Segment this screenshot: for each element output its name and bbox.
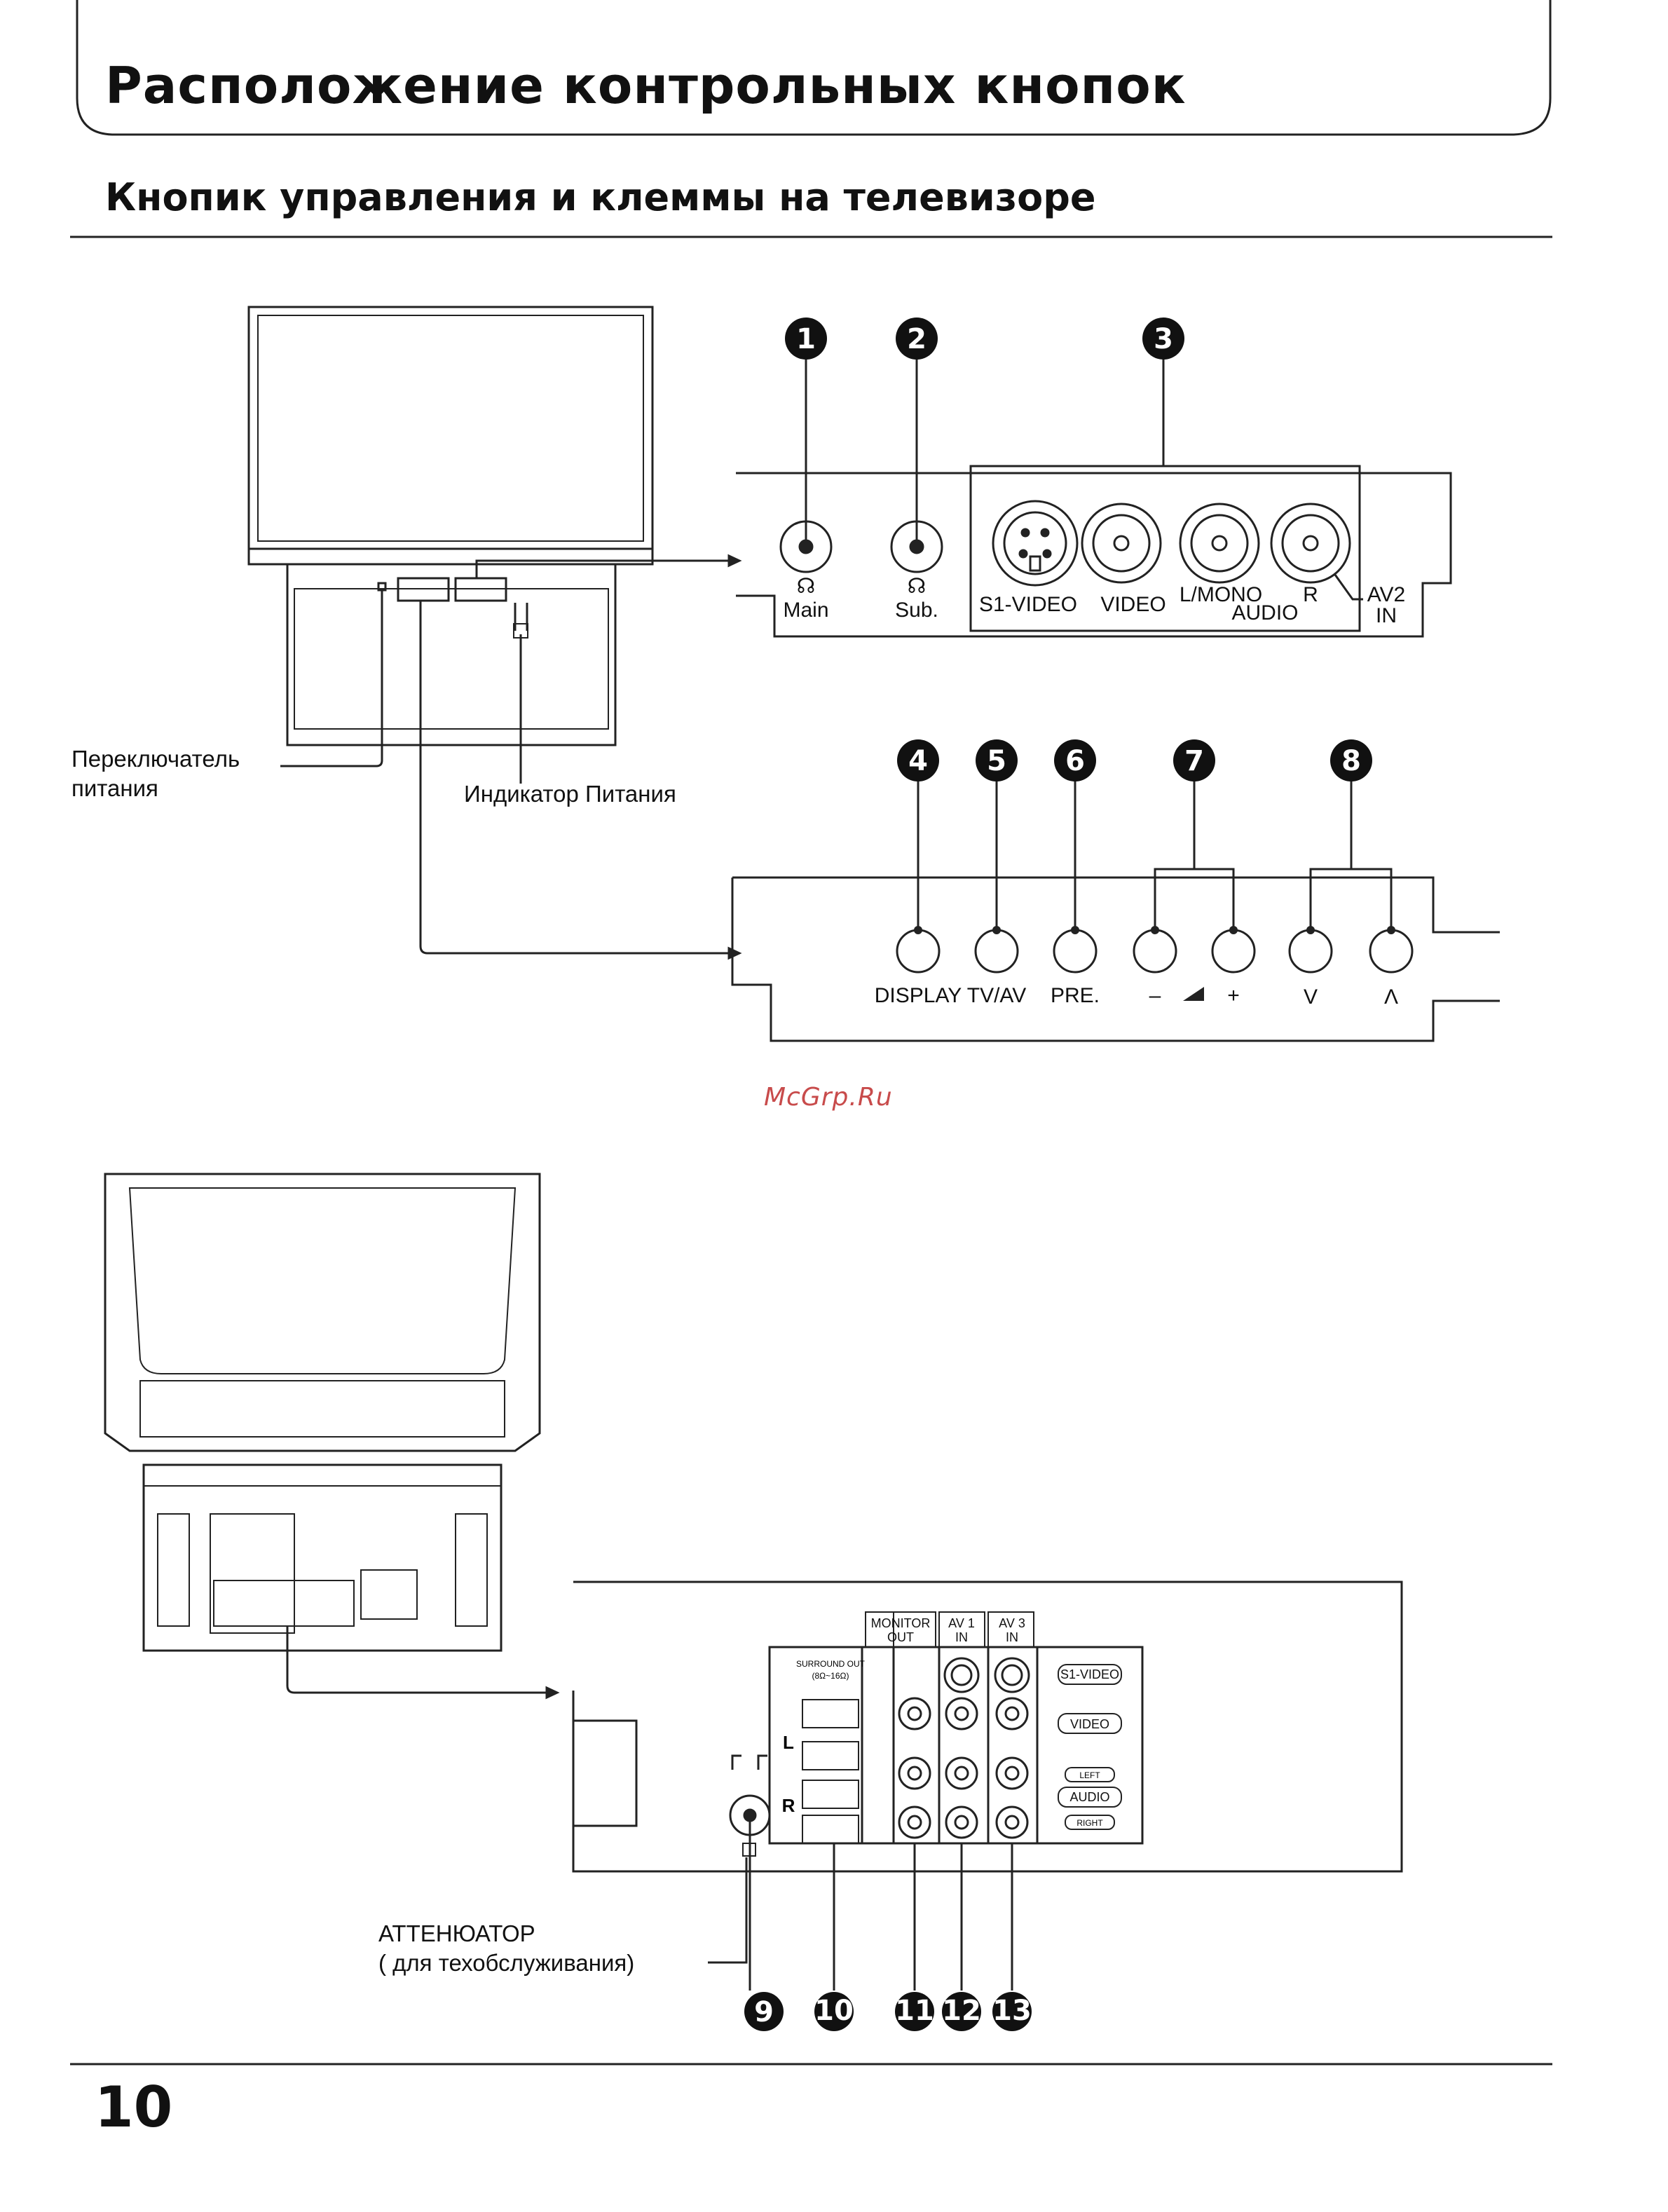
speaker-l-label: L	[783, 1732, 794, 1753]
rear-cover-block	[572, 1719, 638, 1827]
callout-5: 5	[976, 739, 1018, 781]
monitor-out-label-2: OUT	[887, 1630, 914, 1644]
av3-label-2: IN	[1006, 1630, 1018, 1644]
av3-s-video-jack	[994, 1657, 1030, 1693]
svg-text:1: 1	[796, 323, 816, 355]
s1-video-jack	[992, 500, 1079, 587]
in-label: IN	[1376, 604, 1397, 627]
control-panel-outline	[731, 876, 1500, 1042]
channel-up-button	[1369, 929, 1414, 974]
svg-text:12: 12	[942, 1995, 981, 2027]
tv-base	[286, 563, 617, 746]
callout-4: 4	[897, 739, 939, 781]
callout-1: 1	[785, 318, 827, 360]
rear-left-label: LEFT	[1079, 1770, 1100, 1780]
audio-label: AUDIO	[1231, 601, 1298, 624]
section-subtitle: Кнопик управления и клеммы на телевизоре	[105, 175, 1096, 219]
volume-icon	[1183, 987, 1204, 1001]
callout-10: 10	[814, 1992, 854, 2031]
rear-diagram: MONITOR OUT AV 1 IN AV 3 IN SURROUND OUT…	[104, 1173, 1403, 2031]
monitor-out-label-1: MONITOR	[871, 1616, 931, 1630]
r-label: R	[1303, 583, 1318, 606]
volume-up-button	[1211, 929, 1256, 974]
sub-label: Sub.	[895, 599, 938, 622]
power-switch-mark	[377, 582, 387, 592]
front-av-cover	[397, 577, 450, 602]
front-diagram: ☊ Main ☊ Sub. S1-VIDEO VIDEO L/MONO AUDI…	[247, 306, 1500, 1042]
tv-av-button	[974, 929, 1019, 974]
av3-label-1: AV 3	[999, 1616, 1025, 1630]
svg-text:2: 2	[907, 323, 927, 355]
tv-av-label: TV/AV	[967, 984, 1026, 1007]
page-number: 10	[95, 2075, 173, 2140]
av1-label-2: IN	[955, 1630, 968, 1644]
svg-text:11: 11	[895, 1995, 934, 2027]
callout-2: 2	[896, 318, 938, 360]
svg-text:6: 6	[1065, 745, 1085, 777]
svg-text:7: 7	[1184, 745, 1204, 777]
channel-down-label: V	[1304, 985, 1318, 1009]
rear-cabinet	[104, 1173, 541, 1452]
video-jack	[1081, 503, 1162, 584]
power-switch-label: Переключатель питания	[71, 746, 240, 801]
svg-text:4: 4	[908, 745, 928, 777]
rear-video-label: VIDEO	[1070, 1717, 1109, 1731]
av2-label: AV2	[1367, 583, 1405, 606]
sub-headphone-icon: ☊	[908, 575, 927, 598]
surround-out-label-2: (8Ω~16Ω)	[812, 1671, 849, 1681]
svg-text:8: 8	[1341, 745, 1361, 777]
pre-label: PRE.	[1051, 984, 1100, 1007]
rear-audio-label: AUDIO	[1069, 1790, 1109, 1804]
volume-down-button	[1133, 929, 1177, 974]
svg-text:3: 3	[1154, 323, 1173, 355]
volume-minus-label: –	[1149, 984, 1161, 1007]
callout-11: 11	[895, 1992, 934, 2031]
channel-up-label: Λ	[1384, 985, 1398, 1009]
audio-l-mono-jack	[1179, 503, 1260, 584]
callout-13: 13	[992, 1992, 1032, 2031]
callout-6: 6	[1054, 739, 1096, 781]
volume-plus-label: +	[1227, 984, 1240, 1007]
rear-s1-video-label: S1-VIDEO	[1060, 1667, 1119, 1681]
page-title: Расположение контрольных кнопок	[105, 56, 1187, 115]
power-indicator-label: Индикатор Питания	[464, 781, 676, 807]
av2-panel-outline	[736, 465, 1452, 638]
surround-out-label-1: SURROUND OUT	[796, 1659, 866, 1669]
svg-text:13: 13	[992, 1995, 1032, 2027]
front-button-cover	[454, 577, 507, 602]
channel-down-button	[1288, 929, 1333, 974]
callout-3: 3	[1142, 318, 1184, 360]
av1-s-video-jack	[943, 1657, 980, 1693]
av1-label-1: AV 1	[948, 1616, 975, 1630]
audio-r-jack	[1270, 503, 1351, 584]
display-button	[896, 929, 941, 974]
main-headphone-icon: ☊	[797, 575, 816, 598]
svg-text:5: 5	[987, 745, 1006, 777]
svg-text:9: 9	[754, 1996, 774, 2028]
pre-button	[1053, 929, 1098, 974]
rear-right-label: RIGHT	[1076, 1818, 1103, 1828]
svg-text:10: 10	[814, 1995, 854, 2027]
speaker-r-label: R	[782, 1795, 795, 1816]
watermark: McGrp.Ru	[764, 1083, 893, 1112]
callout-7: 7	[1173, 739, 1215, 781]
s1-video-label: S1-VIDEO	[979, 593, 1077, 616]
l-mono-label: L/MONO	[1180, 583, 1262, 606]
callout-12: 12	[942, 1992, 981, 2031]
tv-screen	[247, 306, 654, 550]
display-label: DISPLAY	[875, 984, 962, 1007]
main-label: Main	[783, 599, 828, 622]
rear-base	[142, 1463, 503, 1652]
callout-9: 9	[744, 1992, 784, 2031]
video-label: VIDEO	[1100, 593, 1165, 616]
attenuator-label: АТТЕНЮАТОР ( для техобслуживания)	[378, 1920, 635, 1976]
callout-8: 8	[1330, 739, 1372, 781]
